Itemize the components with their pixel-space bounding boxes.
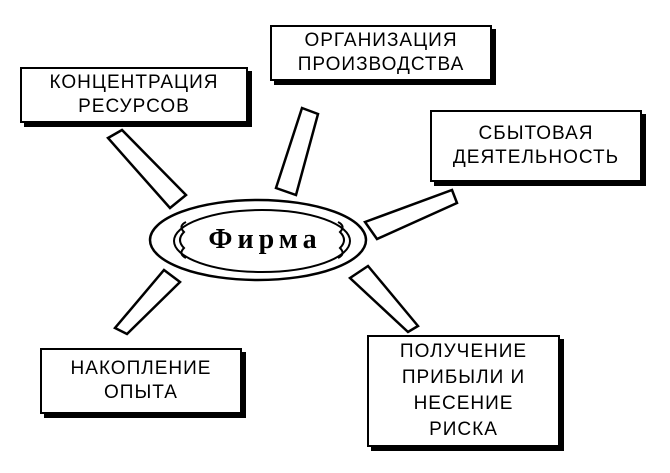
box-line: НЕСЕНИЕ	[413, 393, 514, 414]
spoke-experience	[113, 268, 182, 336]
box-line: КОНЦЕНТРАЦИЯ	[49, 72, 219, 93]
spoke-profit	[347, 264, 420, 334]
box-line: НАКОПЛЕНИЕ	[70, 358, 212, 379]
box-line: ПРИБЫЛИ И	[401, 367, 526, 388]
box-profit-and-risk: ПОЛУЧЕНИЕ ПРИБЫЛИ И НЕСЕНИЕ РИСКА	[367, 335, 560, 447]
firm-label: Фирма	[208, 224, 322, 255]
box-line: РИСКА	[429, 419, 498, 440]
left-ornament	[179, 221, 187, 259]
spoke-sales	[363, 188, 459, 241]
box-line: ДЕЯТЕЛЬНОСТЬ	[452, 147, 620, 168]
box-accumulation-of-experience: НАКОПЛЕНИЕ ОПЫТА	[40, 348, 242, 414]
box-line: ОПЫТА	[104, 382, 178, 403]
box-sales-activity: СБЫТОВАЯ ДЕЯТЕЛЬНОСТЬ	[430, 110, 642, 182]
box-line: РЕСУРСОВ	[78, 96, 190, 117]
box-line: ОРГАНИЗАЦИЯ	[304, 30, 458, 51]
box-organization-of-production: ОРГАНИЗАЦИЯ ПРОИЗВОДСТВА	[270, 25, 492, 81]
box-line: ПОЛУЧЕНИЕ	[399, 341, 528, 362]
box-line: СБЫТОВАЯ	[478, 123, 594, 144]
box-concentration-of-resources: КОНЦЕНТРАЦИЯ РЕСУРСОВ	[20, 67, 248, 123]
right-ornament	[337, 221, 345, 259]
spoke-resources	[106, 128, 188, 210]
spoke-production	[274, 106, 320, 197]
firm-ellipse-inner	[173, 209, 351, 273]
box-line: ПРОИЗВОДСТВА	[297, 54, 465, 75]
